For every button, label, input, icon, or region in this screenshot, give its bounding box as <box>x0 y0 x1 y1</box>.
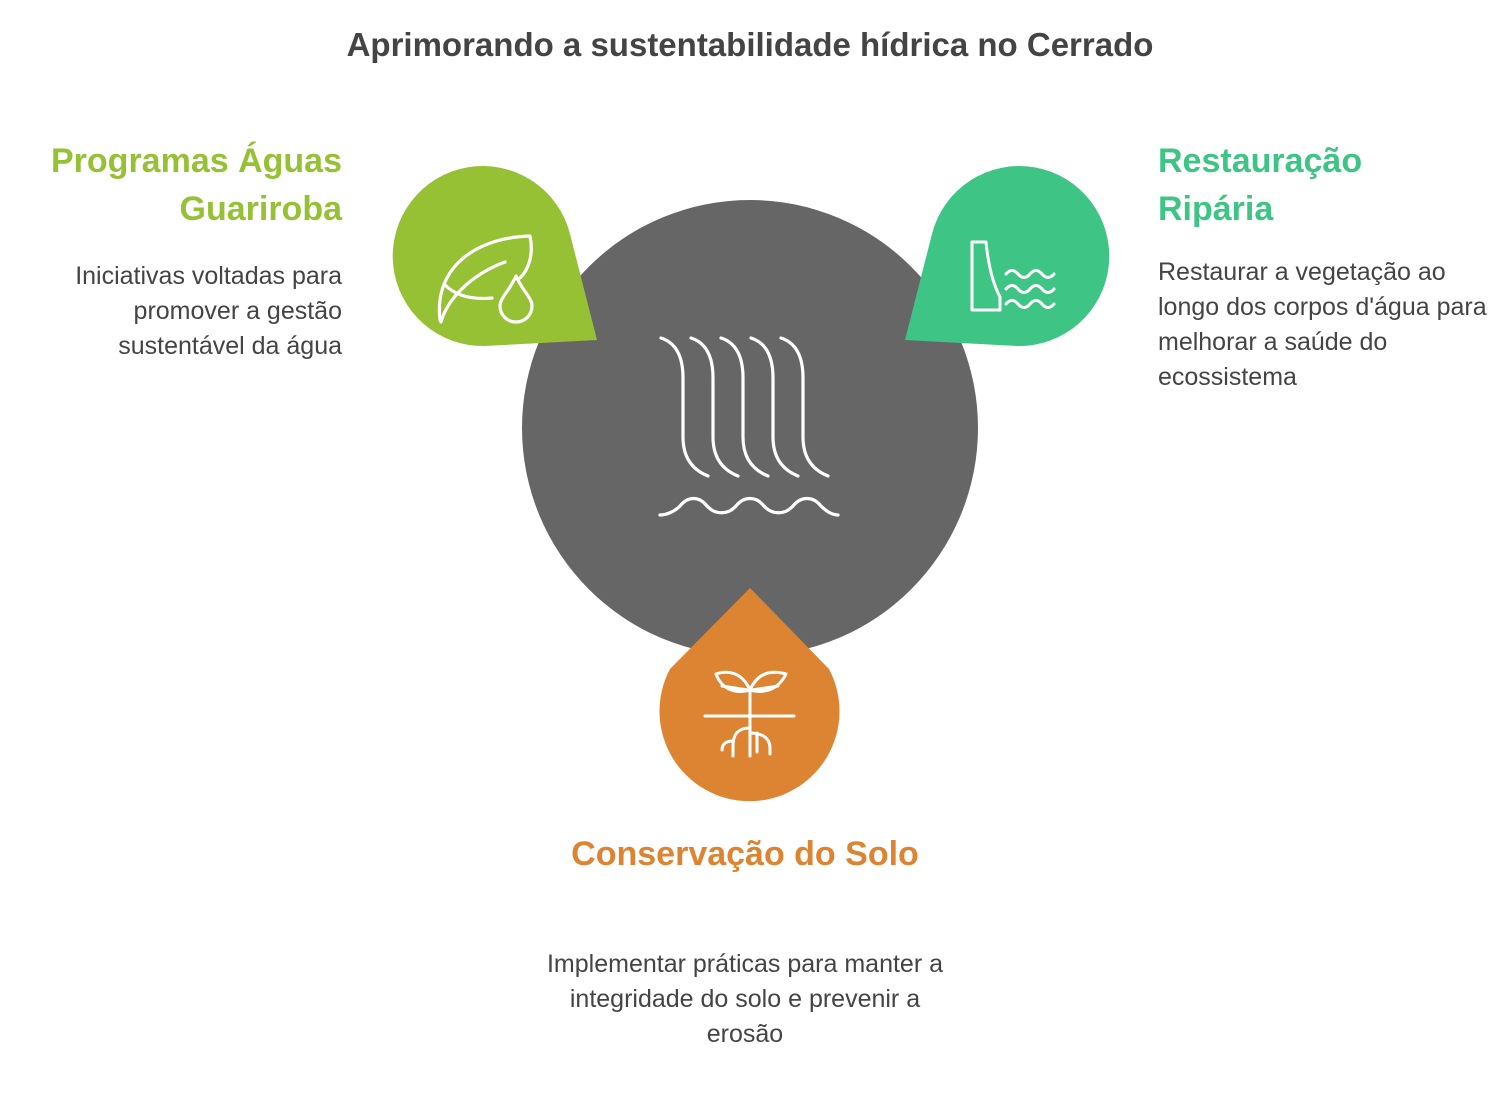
page-title: Aprimorando a sustentabilidade hídrica n… <box>346 26 1154 63</box>
description-restauracao-riparia: Restaurar a vegetação ao longo dos corpo… <box>1158 258 1487 391</box>
center-circle <box>522 200 978 656</box>
green-drop <box>392 166 597 347</box>
heading-conservacao-do-solo: Conservação do Solo <box>571 835 919 873</box>
heading-programas-aguas-guariroba: Programas Águas Guariroba <box>51 142 342 228</box>
heading-restauracao-riparia: Restauração Ripária <box>1158 142 1363 228</box>
description-programas-aguas-guariroba: Iniciativas voltadas para promover a ges… <box>75 262 342 360</box>
waterfall-icon <box>658 336 840 517</box>
sprout-roots-icon <box>703 670 796 758</box>
dam-water-icon <box>970 240 1056 312</box>
description-conservacao-do-solo: Implementar práticas para manter a integ… <box>546 950 943 1048</box>
leaf-water-drop-icon <box>437 234 534 324</box>
teal-drop <box>905 166 1110 347</box>
